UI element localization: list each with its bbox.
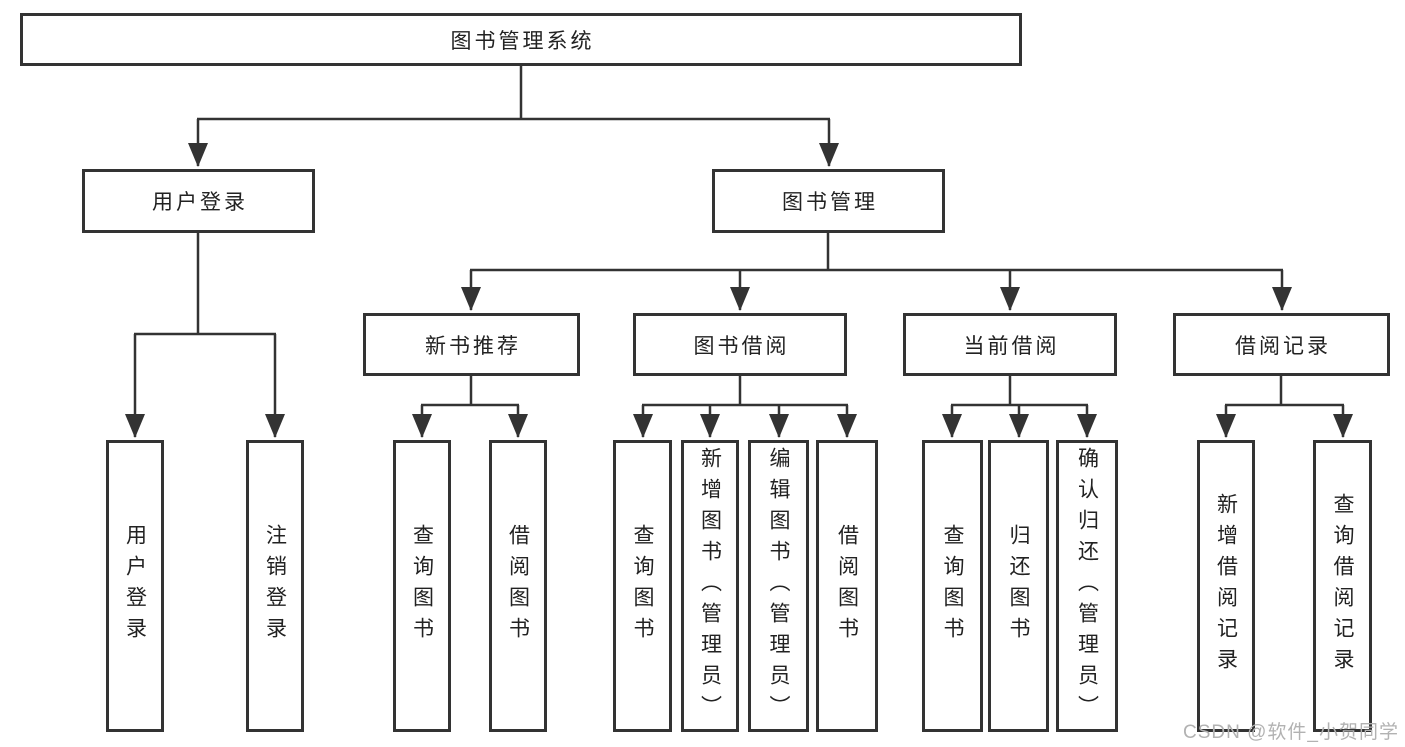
node-new-book-recommend: 新书推荐 [363,313,580,376]
node-leaf-add-borrow-record: 新增借阅记录 [1197,440,1255,732]
node-leaf-confirm-return-admin: 确认归还（管理员） [1056,440,1118,732]
leaf-label: 查询图书 [941,524,964,648]
leaf-label: 借阅图书 [506,524,530,648]
leaf-label: 查询图书 [631,524,654,648]
leaf-label: 注销登录 [263,524,287,648]
leaf-label: 借阅图书 [835,524,859,648]
node-leaf-edit-books-admin: 编辑图书（管理员） [748,440,809,732]
leaf-label: 确认归还（管理员） [1075,446,1099,726]
node-leaf-return-books: 归还图书 [988,440,1049,732]
node-book-management: 图书管理 [712,169,945,233]
leaf-label: 用户登录 [123,524,147,648]
leaf-label: 新增图书（管理员） [698,446,722,726]
node-user-login: 用户登录 [82,169,315,233]
leaf-label: 查询图书 [410,524,434,648]
node-book-borrowing: 图书借阅 [633,313,847,376]
node-borrowing-records: 借阅记录 [1173,313,1390,376]
node-leaf-add-books-admin: 新增图书（管理员） [681,440,739,732]
node-leaf-query-books-2: 查询图书 [613,440,672,732]
watermark: CSDN @软件_小贺同学 [1183,722,1399,743]
node-current-borrowing: 当前借阅 [903,313,1117,376]
node-library-management-system: 图书管理系统 [20,13,1022,66]
node-leaf-query-borrow-record: 查询借阅记录 [1313,440,1372,732]
node-leaf-user-login: 用户登录 [106,440,164,732]
node-leaf-query-books-3: 查询图书 [922,440,983,732]
leaf-label: 新增借阅记录 [1214,493,1238,679]
node-leaf-borrow-books-2: 借阅图书 [816,440,878,732]
leaf-label: 归还图书 [1007,524,1030,648]
node-leaf-borrow-books-1: 借阅图书 [489,440,547,732]
node-leaf-query-books-1: 查询图书 [393,440,451,732]
leaf-label: 查询借阅记录 [1331,493,1354,679]
node-leaf-logout: 注销登录 [246,440,304,732]
leaf-label: 编辑图书（管理员） [767,446,790,726]
